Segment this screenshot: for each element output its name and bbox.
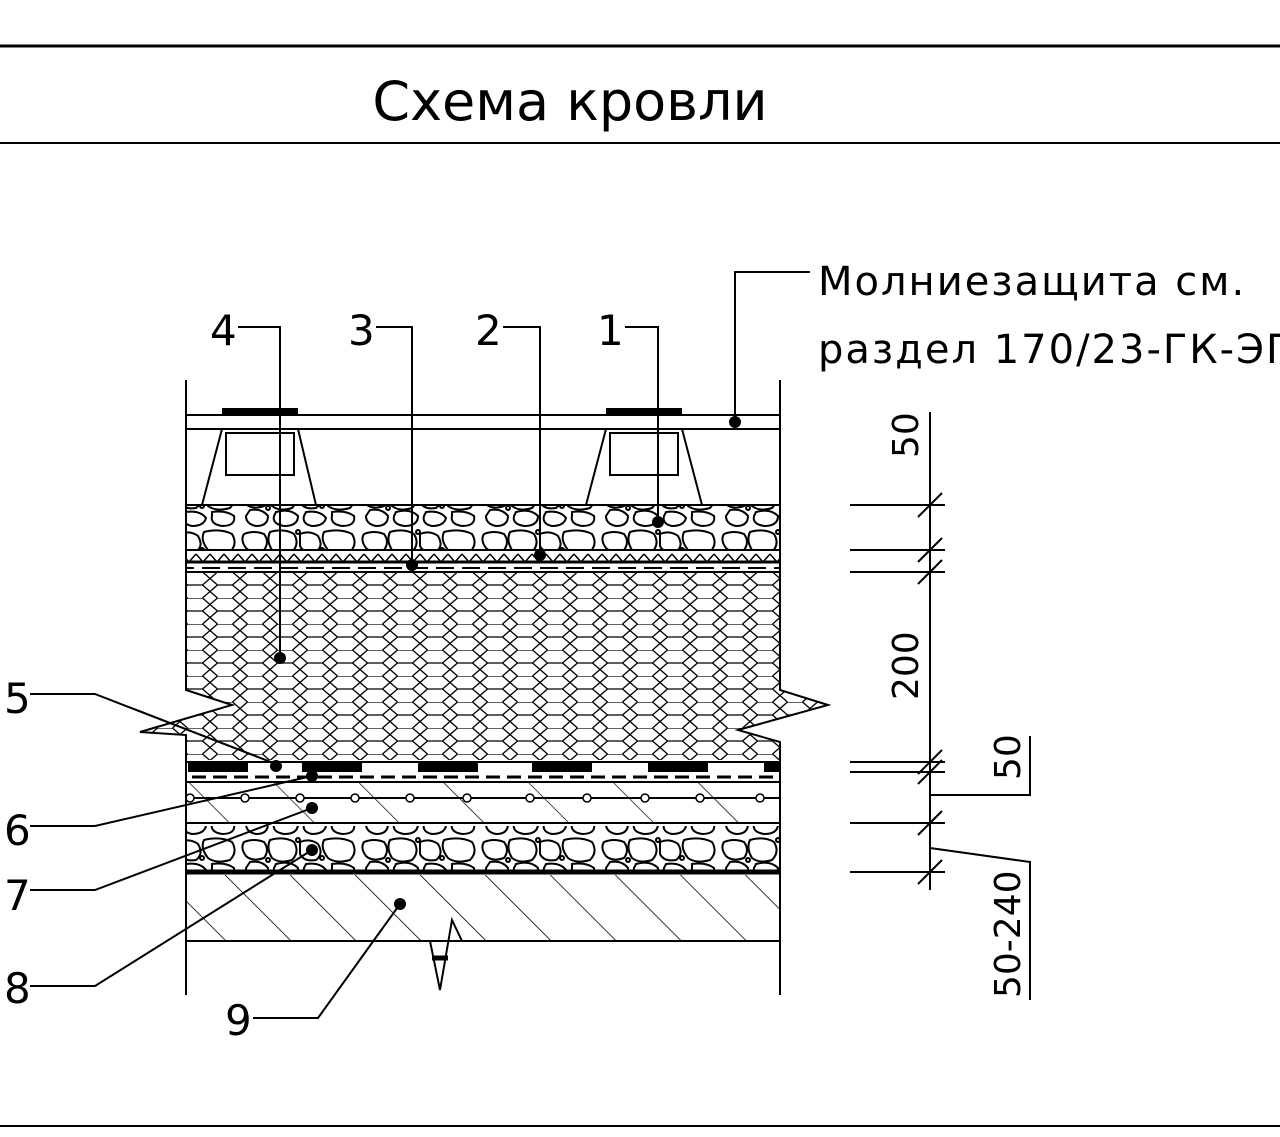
gravel-layer (150, 506, 828, 550)
dim-50-240: 50-240 (988, 870, 1029, 998)
callout-4: 4 (210, 306, 286, 664)
svg-text:2: 2 (475, 306, 502, 355)
dimension-chain (850, 412, 1031, 1000)
svg-text:3: 3 (348, 306, 375, 355)
svg-text:1: 1 (597, 306, 624, 355)
lightning-leader-dot (729, 416, 741, 428)
geotextile-layer (150, 550, 828, 562)
slab-break-line (415, 916, 476, 991)
dim-50-top: 50 (886, 412, 927, 458)
right-break-line (734, 380, 832, 995)
roof-layers (149, 408, 828, 942)
screed-layer (150, 783, 828, 823)
base-slab-layer (150, 875, 828, 941)
lightning-note-line2: раздел 170/23-ГК-ЭГ (818, 327, 1280, 373)
svg-text:6: 6 (4, 806, 31, 855)
lightning-leader (734, 271, 810, 422)
callout-8: 8 (4, 844, 318, 1013)
svg-text:9: 9 (225, 996, 252, 1045)
callout-7: 7 (4, 802, 318, 920)
callout-6: 6 (4, 770, 318, 855)
pedestal-left (200, 408, 318, 506)
dim-50-mid: 50 (988, 734, 1029, 780)
lower-gravel-layer (150, 826, 828, 870)
callout-9: 9 (225, 898, 406, 1045)
callout-3: 3 (348, 306, 418, 571)
pedestal-right (584, 408, 704, 506)
svg-text:7: 7 (4, 871, 31, 920)
svg-text:4: 4 (210, 306, 237, 355)
svg-text:5: 5 (4, 674, 31, 723)
left-break-line (139, 380, 236, 995)
rebar-dots (185, 793, 765, 803)
dim-200: 200 (886, 631, 927, 700)
callout-5: 5 (4, 674, 282, 772)
callout-1: 1 (597, 306, 664, 528)
callout-2: 2 (475, 306, 546, 561)
insulation-layer (150, 572, 828, 760)
lightning-note-line1: Молниезащита см. (818, 259, 1246, 305)
svg-text:8: 8 (4, 964, 31, 1013)
drawing-title: Схема кровли (372, 70, 767, 133)
